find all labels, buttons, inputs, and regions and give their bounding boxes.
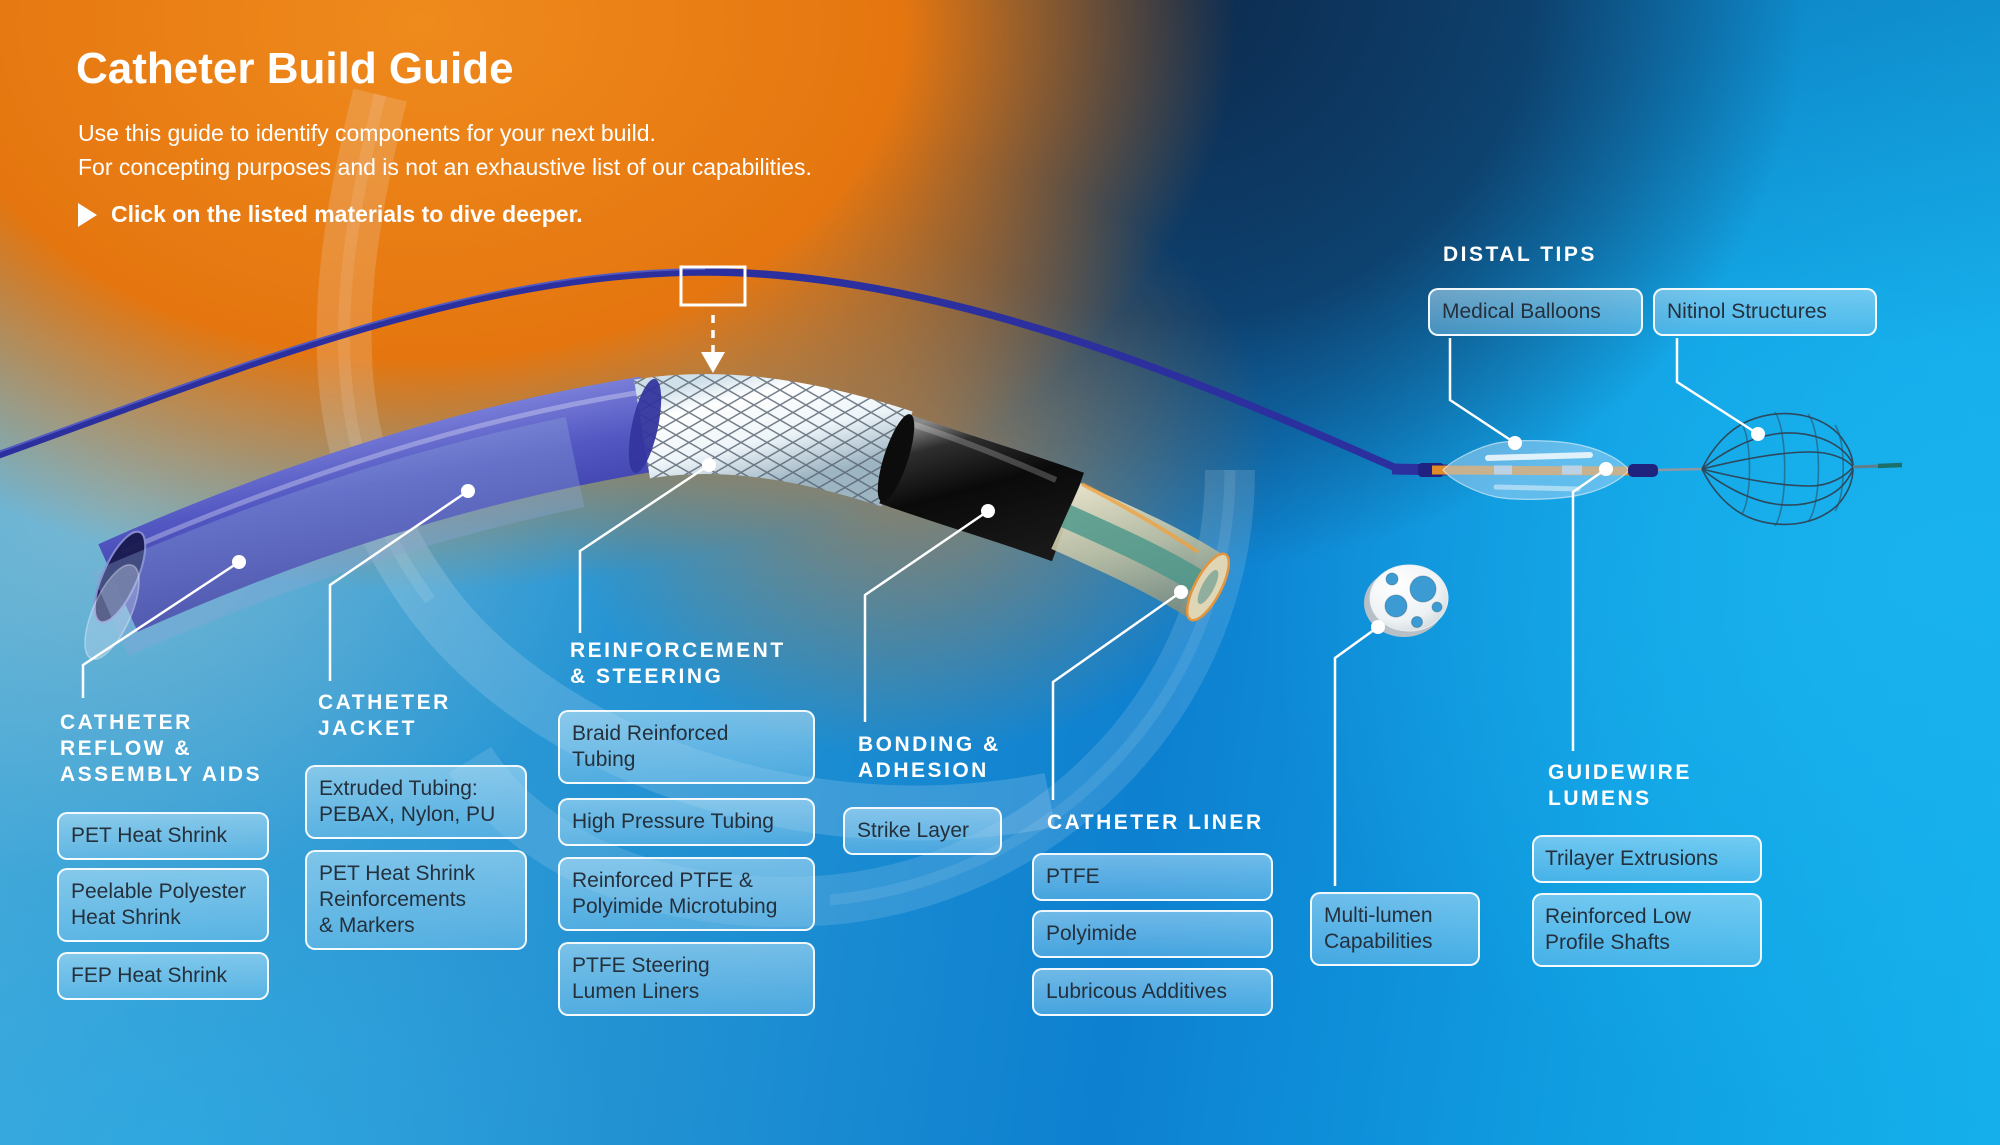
material-button-extruded-tubing[interactable]: Extruded Tubing: PEBAX, Nylon, PU: [305, 765, 527, 839]
catheter-jacket-tube: [93, 376, 656, 632]
material-button-pet-heat-shrink[interactable]: PET Heat Shrink: [57, 812, 269, 860]
material-button-pet-heat-shrink-reinforcements-markers[interactable]: PET Heat Shrink Reinforcements & Markers: [305, 850, 527, 950]
material-button-fep-heat-shrink[interactable]: FEP Heat Shrink: [57, 952, 269, 1000]
cta-instruction: Click on the listed materials to dive de…: [78, 201, 583, 228]
page-title: Catheter Build Guide: [76, 44, 514, 93]
braid-reinforced-section: [628, 374, 913, 507]
zoom-callout: [679, 265, 747, 373]
bonding-strike-section: [877, 414, 1084, 562]
material-button-nitinol-structures[interactable]: Nitinol Structures: [1653, 288, 1877, 336]
reflow-heat-shrink-peel-layer: [84, 416, 585, 660]
dashed-arrow-head-icon: [701, 352, 725, 373]
cta-text: Click on the listed materials to dive de…: [111, 201, 583, 227]
page-subtitle: Use this guide to identify components fo…: [78, 120, 812, 180]
material-button-strike-layer[interactable]: Strike Layer: [843, 807, 1002, 855]
material-button-trilayer-extrusions[interactable]: Trilayer Extrusions: [1532, 835, 1762, 883]
catheter-liner-tip: [1051, 482, 1231, 622]
section-heading-reinforcement-steering: REINFORCEMENT & STEERING: [570, 639, 786, 688]
section-heading-bonding-adhesion: BONDING & ADHESION: [858, 733, 1001, 782]
catheter-body: [84, 374, 1231, 660]
material-button-reinforced-low-profile-shafts[interactable]: Reinforced Low Profile Shafts: [1532, 893, 1762, 967]
material-button-lubricous-additives[interactable]: Lubricous Additives: [1032, 968, 1273, 1016]
section-heading-catheter-liner: CATHETER LINER: [1047, 811, 1264, 834]
leader-lines: [81, 338, 1765, 886]
section-heading-distal-tips: DISTAL TIPS: [1443, 243, 1597, 266]
material-button-ptfe[interactable]: PTFE: [1032, 853, 1273, 901]
section-heading-catheter-reflow-assembly-aids: CATHETER REFLOW & ASSEMBLY AIDS: [60, 711, 263, 786]
play-triangle-icon: [78, 202, 97, 227]
material-button-ptfe-steering-lumen-liners[interactable]: PTFE Steering Lumen Liners: [558, 942, 815, 1016]
material-button-peelable-polyester-heat-shrink[interactable]: Peelable Polyester Heat Shrink: [57, 868, 269, 942]
guidewire-wire: [0, 268, 1398, 472]
leader-dots: [232, 427, 1765, 634]
material-button-multi-lumen-capabilities[interactable]: Multi-lumen Capabilities: [1310, 892, 1480, 966]
nitinol-basket-illustration: [1701, 411, 1903, 527]
multi-lumen-cross-section-icon: [1364, 564, 1449, 637]
zoom-callout-rectangle: [679, 265, 747, 307]
material-button-high-pressure-tubing[interactable]: High Pressure Tubing: [558, 798, 815, 846]
material-button-reinforced-ptfe-polyimide-microtubing[interactable]: Reinforced PTFE & Polyimide Microtubing: [558, 857, 815, 931]
material-button-polyimide[interactable]: Polyimide: [1032, 910, 1273, 958]
material-button-braid-reinforced-tubing[interactable]: Braid Reinforced Tubing: [558, 710, 815, 784]
section-heading-catheter-jacket: CATHETER JACKET: [318, 691, 451, 740]
material-button-medical-balloons[interactable]: Medical Balloons: [1428, 288, 1643, 336]
section-heading-guidewire-lumens: GUIDEWIRE LUMENS: [1548, 761, 1692, 810]
balloon-catheter-illustration: [1391, 440, 1703, 500]
